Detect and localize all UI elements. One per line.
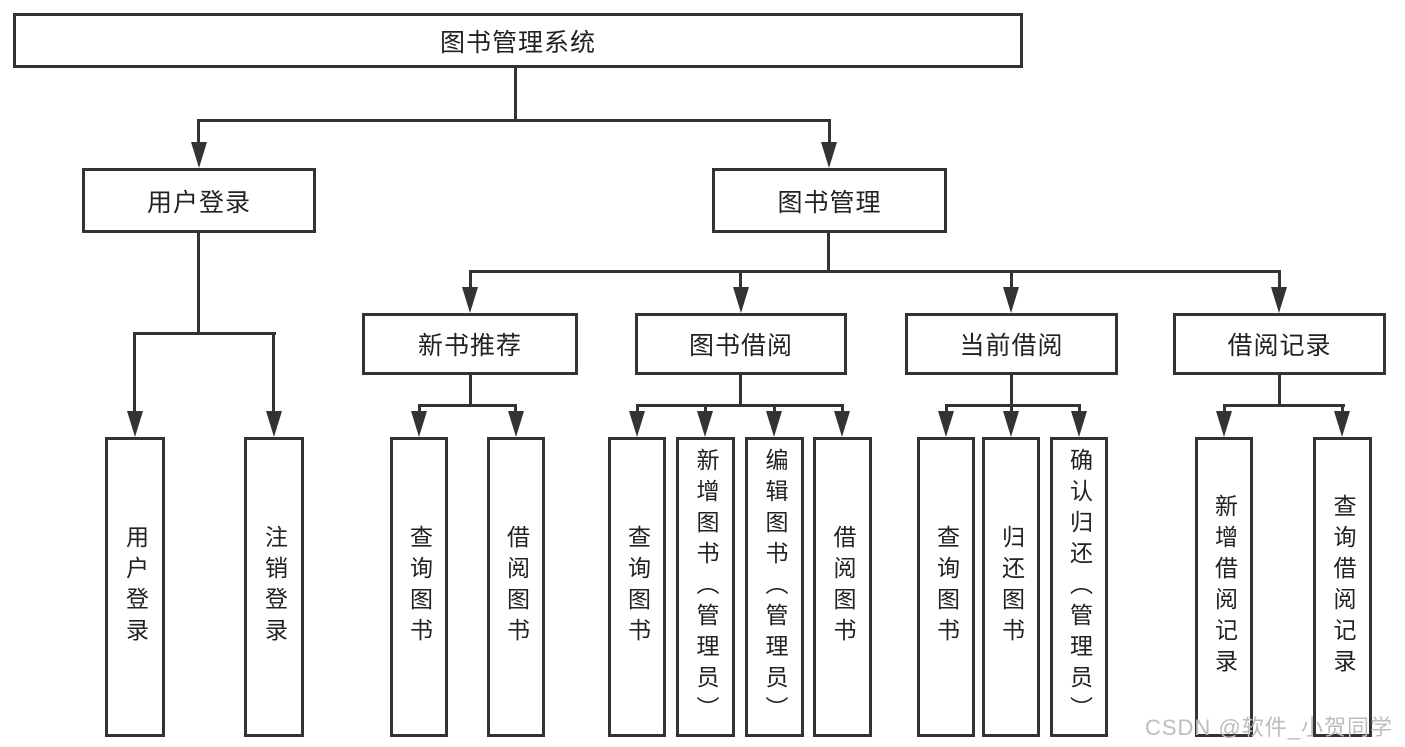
connector-line: [418, 404, 421, 415]
leaf-label: 确认归还（管理员）: [1066, 447, 1093, 727]
arrow-down-icon: [508, 411, 524, 437]
leaf-add-book-admin: 新增图书（管理员）: [676, 437, 735, 737]
node-label: 图书管理: [777, 188, 882, 217]
connector-line: [469, 270, 1281, 273]
leaf-label: 查询图书: [933, 525, 960, 649]
connector-line: [739, 270, 742, 290]
connector-line: [1278, 270, 1281, 290]
connector-line: [418, 404, 517, 407]
arrow-down-icon: [766, 411, 782, 437]
connector-line: [1278, 375, 1281, 407]
leaf-query-books-2: 查询图书: [608, 437, 666, 737]
connector-line: [272, 332, 275, 414]
connector-line: [133, 332, 136, 414]
node-new-book-recommendation: 新书推荐: [362, 313, 578, 375]
connector-line: [841, 404, 844, 415]
connector-line: [739, 375, 742, 407]
leaf-label: 查询图书: [406, 525, 433, 649]
connector-line: [773, 404, 776, 415]
connector-line: [945, 404, 1081, 407]
arrow-down-icon: [1216, 411, 1232, 437]
connector-line: [197, 119, 200, 145]
watermark: CSDN @软件_小贺同学: [1144, 715, 1393, 740]
leaf-label: 查询借阅记录: [1330, 494, 1356, 680]
arrow-down-icon: [834, 411, 850, 437]
connector-line: [1341, 404, 1344, 415]
connector-line: [636, 404, 639, 415]
connector-line: [133, 332, 276, 335]
node-library-management-system: 图书管理系统: [13, 13, 1023, 68]
node-label: 借阅记录: [1227, 332, 1332, 360]
leaf-query-books-1: 查询图书: [390, 437, 448, 737]
node-label: 新书推荐: [417, 332, 522, 360]
leaf-query-books-3: 查询图书: [917, 437, 975, 737]
node-book-borrowing: 图书借阅: [635, 313, 847, 375]
connector-line: [1078, 404, 1081, 415]
connector-line: [514, 404, 517, 415]
arrow-down-icon: [1271, 287, 1287, 313]
node-label: 图书借阅: [688, 332, 793, 360]
node-current-borrowing: 当前借阅: [905, 313, 1118, 375]
leaf-label: 新增借阅记录: [1211, 494, 1238, 680]
node-label: 当前借阅: [959, 332, 1064, 360]
node-label: 图书管理系统: [439, 28, 596, 57]
connector-line: [514, 68, 517, 120]
node-book-management: 图书管理: [712, 168, 947, 233]
connector-line: [1223, 404, 1226, 415]
connector-line: [827, 233, 830, 273]
leaf-add-borrow-record: 新增借阅记录: [1195, 437, 1253, 737]
arrow-down-icon: [1003, 287, 1019, 313]
connector-line: [1010, 404, 1013, 415]
leaf-label: 查询图书: [624, 525, 651, 649]
leaf-return-book: 归还图书: [982, 437, 1040, 737]
arrow-down-icon: [1003, 411, 1019, 437]
node-user-login: 用户登录: [82, 168, 316, 233]
connector-line: [469, 375, 472, 407]
arrow-down-icon: [1071, 411, 1087, 437]
arrow-down-icon: [191, 142, 207, 168]
node-borrowing-records: 借阅记录: [1173, 313, 1386, 375]
leaf-user-login: 用户登录: [105, 437, 165, 737]
leaf-borrow-books-1: 借阅图书: [487, 437, 545, 737]
leaf-label: 借阅图书: [830, 525, 856, 649]
leaf-label: 归还图书: [998, 525, 1025, 649]
connector-line: [197, 233, 200, 335]
leaf-label: 编辑图书（管理员）: [762, 447, 788, 727]
leaf-label: 借阅图书: [503, 525, 530, 649]
connector-line: [1010, 270, 1013, 290]
leaf-logout: 注销登录: [244, 437, 304, 737]
connector-line: [1010, 375, 1013, 407]
arrow-down-icon: [1334, 411, 1350, 437]
arrow-down-icon: [697, 411, 713, 437]
connector-line: [1223, 404, 1345, 407]
connector-line: [704, 404, 707, 415]
arrow-down-icon: [938, 411, 954, 437]
leaf-edit-book-admin: 编辑图书（管理员）: [745, 437, 804, 737]
connector-line: [469, 270, 472, 290]
leaf-label: 新增图书（管理员）: [693, 447, 719, 727]
leaf-query-borrow-record: 查询借阅记录: [1313, 437, 1372, 737]
arrow-down-icon: [127, 411, 143, 437]
arrow-down-icon: [629, 411, 645, 437]
connector-line: [636, 404, 844, 407]
leaf-borrow-books-2: 借阅图书: [813, 437, 872, 737]
arrow-down-icon: [733, 287, 749, 313]
connector-line: [828, 119, 831, 145]
arrow-down-icon: [266, 411, 282, 437]
node-label: 用户登录: [146, 188, 251, 217]
connector-line: [945, 404, 948, 415]
leaf-label: 注销登录: [261, 525, 288, 649]
leaf-confirm-return-admin: 确认归还（管理员）: [1050, 437, 1108, 737]
arrow-down-icon: [821, 142, 837, 168]
connector-line: [197, 119, 831, 122]
leaf-label: 用户登录: [122, 525, 149, 649]
arrow-down-icon: [462, 287, 478, 313]
arrow-down-icon: [411, 411, 427, 437]
